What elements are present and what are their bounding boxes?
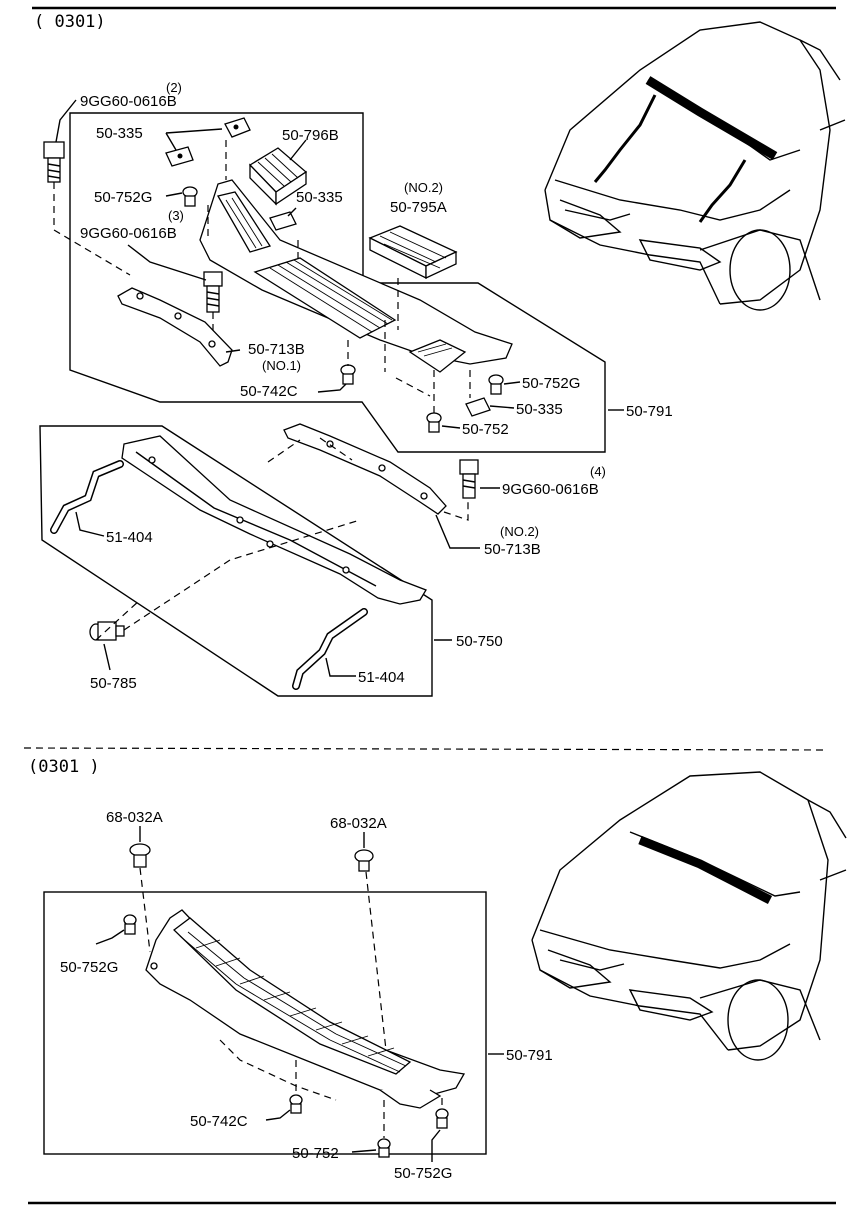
clip-68-032a-a — [129, 843, 151, 868]
grille-50-796b — [248, 147, 308, 206]
label-clip-50-742c-b: 50-742C — [190, 1113, 248, 1130]
clip-50-742c-a — [340, 364, 356, 385]
section-bottom-header: (0301 ) — [28, 757, 100, 777]
bracket-50-713b-no1 — [117, 287, 233, 367]
label-bolt-4: 9GG60-0616B — [502, 481, 599, 498]
label-clip-50-752-a: 50-752 — [462, 421, 509, 438]
hose-51-404-b — [292, 608, 368, 690]
label-clip-50-752g-c: 50-752G — [60, 959, 118, 976]
cowl-grille-top — [199, 179, 513, 373]
label-clip-50-335-a: 50-335 — [96, 125, 143, 142]
cowl-grille-bottom — [145, 909, 466, 1109]
clip-50-752g-b — [488, 374, 504, 395]
label-bracket-50-713b-no1: 50-713B — [248, 341, 305, 358]
label-panel-50-750: 50-750 — [456, 633, 503, 650]
section-divider — [23, 747, 829, 751]
label-hose-51-404-b: 51-404 — [358, 669, 405, 686]
car-illustration-top — [544, 21, 846, 311]
label-grille-50-795a: 50-795A — [390, 199, 447, 216]
label-clip-50-752g-d: 50-752G — [394, 1165, 452, 1182]
car-illustration-bottom — [531, 771, 847, 1061]
clip-50-752g-d — [435, 1108, 449, 1129]
label-clip-50-335-b: 50-335 — [296, 189, 343, 206]
label-bolt-3-qty: (3) — [168, 208, 184, 223]
label-bolt-3: 9GG60-0616B — [80, 225, 177, 242]
clip-50-335-c — [465, 397, 491, 417]
label-clip-50-752-b: 50-752 — [292, 1145, 339, 1162]
bolt-3 — [203, 271, 223, 313]
clip-50-335-a — [165, 117, 251, 167]
cowl-panel-50-750 — [121, 435, 427, 605]
label-cowl-50-791-b: 50-791 — [506, 1047, 553, 1064]
section-top-header: ( 0301) — [34, 12, 106, 32]
bolt-4 — [459, 459, 479, 499]
label-clip-50-752g-b: 50-752G — [522, 375, 580, 392]
label-nozzle-50-785: 50-785 — [90, 675, 137, 692]
label-clip-68-032a-a: 68-032A — [106, 809, 163, 826]
label-grille-50-795a-note: (NO.2) — [404, 180, 443, 195]
bracket-50-713b-no2 — [283, 423, 447, 515]
label-clip-50-742c-a: 50-742C — [240, 383, 298, 400]
clip-50-752-b — [377, 1138, 391, 1158]
label-clip-68-032a-b: 68-032A — [330, 815, 387, 832]
grille-50-795a — [368, 225, 458, 280]
label-bracket-50-713b-no2-note: (NO.2) — [500, 524, 539, 539]
label-clip-50-335-c: 50-335 — [516, 401, 563, 418]
hose-51-404-a — [50, 460, 124, 534]
label-hose-51-404-a: 51-404 — [106, 529, 153, 546]
clip-50-335-b — [269, 211, 297, 231]
label-cowl-50-791-a: 50-791 — [626, 403, 673, 420]
clip-50-752g-a — [182, 186, 198, 207]
panel-group-outline — [39, 425, 433, 697]
nozzle-50-785 — [89, 621, 125, 641]
bolt-2 — [43, 141, 65, 183]
label-grille-50-796b: 50-796B — [282, 127, 339, 144]
cowl-group-outline-bottom — [43, 891, 487, 1155]
label-clip-50-752g-a: 50-752G — [94, 189, 152, 206]
label-bracket-50-713b-no1-note: (NO.1) — [262, 358, 301, 373]
clip-50-752-a — [426, 412, 442, 433]
clip-68-032a-b — [354, 849, 374, 872]
clip-50-752g-c — [123, 914, 137, 935]
label-bolt-2: 9GG60-0616B — [80, 93, 177, 110]
label-bolt-2-qty: (2) — [166, 80, 182, 95]
cowl-group-outline — [69, 112, 606, 453]
label-bracket-50-713b-no2: 50-713B — [484, 541, 541, 558]
clip-50-742c-b — [289, 1094, 303, 1114]
label-bolt-4-qty: (4) — [590, 464, 606, 479]
